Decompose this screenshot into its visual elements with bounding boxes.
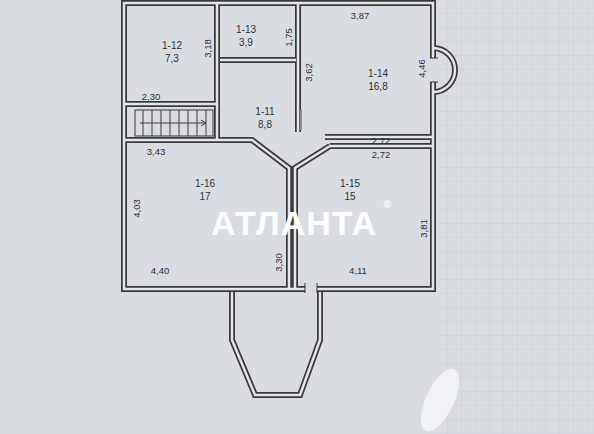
- dimension: 3,62: [304, 63, 315, 82]
- room-number: 1-12: [162, 39, 182, 52]
- room: 1-133,9: [234, 22, 258, 50]
- room-number: 1-14: [368, 67, 388, 80]
- room-area: 8,8: [255, 118, 274, 131]
- room: 1-118,8: [253, 104, 276, 132]
- watermark-mark: ®: [384, 199, 392, 211]
- room: 1-1416,8: [366, 66, 390, 94]
- stairs: [135, 110, 213, 136]
- dimension: 4,40: [151, 266, 170, 277]
- dimension: 2,72: [372, 150, 391, 161]
- room: 1-1617: [193, 176, 217, 204]
- dimension: 3,18: [203, 39, 214, 58]
- dimension: 4,46: [417, 59, 428, 78]
- dimension: 2,30: [142, 92, 161, 103]
- room-number: 1-16: [195, 177, 215, 190]
- dimension: 4,11: [349, 266, 367, 277]
- room-number: 1-15: [340, 177, 360, 190]
- room: 1-1515: [338, 176, 362, 204]
- room-area: 16,8: [368, 80, 388, 93]
- room-number: 1-13: [236, 23, 256, 36]
- watermark: АТЛАНТА: [211, 204, 377, 243]
- room: 1-127,3: [160, 38, 184, 66]
- walls: [124, 3, 455, 395]
- doors: [300, 58, 438, 293]
- dimension: 2,72: [372, 136, 391, 147]
- dimension: 1,75: [284, 28, 295, 47]
- room-area: 15: [340, 190, 360, 203]
- dimension: 3,30: [274, 253, 285, 272]
- room-number: 1-11: [255, 105, 274, 118]
- dimension: 3,81: [419, 219, 430, 238]
- room-area: 7,3: [162, 52, 182, 65]
- room-area: 17: [195, 190, 215, 203]
- graph-paper: [440, 0, 594, 434]
- dimension: 4,03: [132, 199, 143, 218]
- dimension: 3,87: [351, 11, 370, 22]
- room-area: 3,9: [236, 36, 256, 49]
- light-glare: [413, 363, 467, 434]
- dimension: 3,43: [147, 147, 166, 158]
